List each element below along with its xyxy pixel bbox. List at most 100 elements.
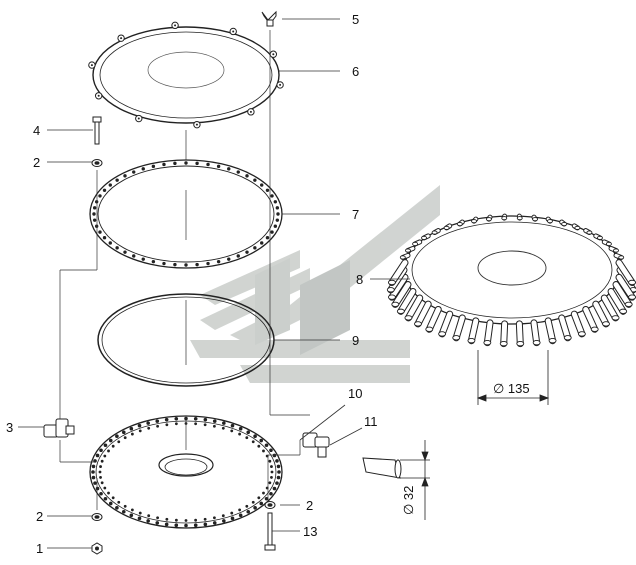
gasket-hole [115,246,119,250]
nozzle-tip [628,279,636,286]
plate-hole-inner [165,517,169,521]
nozzle-tip [414,321,422,327]
nozzle-tip [574,225,581,230]
plate-hole-outer [108,438,113,443]
gasket-hole [206,261,210,266]
nozzle-fill [405,295,423,321]
callout-10: 10 [348,386,362,401]
nozzle-tip [577,331,586,337]
plate-hole-inner [270,470,274,474]
gasket-hole [173,161,177,166]
callout-11: 11 [364,414,378,429]
plate-hole-inner [184,519,188,522]
long-bolt [92,116,102,145]
plate-hole-inner [203,423,207,427]
plate-hole-inner [262,491,265,495]
plate-hole-outer [103,443,108,448]
gasket-hole [151,259,156,264]
plate-hole-outer [238,513,243,518]
callout-7: 7 [352,207,359,222]
nozzle-tip [586,230,593,235]
plate-hole-outer [276,464,281,469]
plate-hole-inner [156,424,159,428]
wing-nut [261,10,277,27]
plate-hole-outer [108,501,113,506]
callout-9: 9 [352,333,359,348]
plate-hole-inner [251,500,255,504]
plate-hole-outer [91,470,95,474]
plate-hole-outer [230,423,235,428]
plate-hole-outer [121,509,126,514]
nozzle-fill [484,320,493,346]
plate-hole-outer [95,486,100,491]
gasket-hole [275,218,280,222]
assembly-centerlines [59,30,310,510]
plate-hole-outer [115,505,119,510]
gasket-hole [108,241,112,245]
plate-hole-inner [194,518,198,522]
callout-3: 3 [6,420,13,435]
top-cover-ring [92,26,280,124]
gasket-hole [184,161,188,165]
plate-hole-outer [155,521,160,525]
nozzle-tip [387,279,396,286]
gasket-hole [236,170,240,174]
plate-hole-outer [91,464,96,469]
nozzle-fill [593,301,609,327]
gasket-hole [260,241,264,245]
gasket-hole [123,174,127,178]
plate-hole-inner [138,429,142,433]
plate-hole-inner [117,440,121,444]
nozzle-tip [548,338,557,344]
gasket-hole [245,174,249,178]
connector-fitting-left [43,418,75,438]
gasket-hole [227,167,231,171]
plate-hole-inner [221,514,225,518]
nozzle-tip [396,308,405,314]
hex-nut [91,542,103,555]
cover-lug-hole [195,123,198,126]
gasket-hole [206,162,210,167]
gasket-hole [273,224,278,228]
plate-hole-inner [174,518,178,522]
dimension-32-label: ∅ 32 [401,486,416,515]
plate-hole-inner [111,496,115,500]
nozzle-tip [499,341,508,347]
gasket-hole [270,230,274,234]
gasket-hole [260,183,264,187]
gasket-hole [265,236,270,240]
nozzle-tip [485,217,492,222]
plate-hole-outer [184,416,188,421]
callout-2-lower-left: 2 [36,509,43,524]
cover-lug-hole [272,53,275,56]
nozzle-tip [563,335,572,341]
plate-hole-outer [137,423,142,428]
nozzle-fill [426,306,441,332]
plate-hole-outer [264,496,269,501]
plate-hole-outer [193,416,198,421]
gasket-hole [141,257,145,261]
dimension-135-label: ∅ 135 [493,381,530,396]
gasket-hole [273,200,278,204]
nozzle-fill [601,295,619,321]
connector-fitting-right [302,432,330,458]
nozzle-fill [571,311,585,337]
cover-lug-hole [232,30,235,33]
nozzle-tip [624,301,633,308]
plate-hole-outer [121,430,126,435]
plate-hole-inner [245,504,249,508]
gasket-hole [270,194,274,198]
gasket-hole [132,254,136,258]
plate-hole-outer [115,434,119,439]
gasket-holes [92,161,280,267]
nozzle-tip [532,217,539,222]
gasket-hole [92,218,97,222]
cover-lug-hole [249,110,252,113]
plate-hole-inner [111,444,115,448]
gasket-hole [184,263,188,267]
plate-hole-outer [272,486,277,491]
gasket-hole [92,212,96,216]
callout-5: 5 [352,12,359,27]
plate-hole-inner [130,432,134,436]
